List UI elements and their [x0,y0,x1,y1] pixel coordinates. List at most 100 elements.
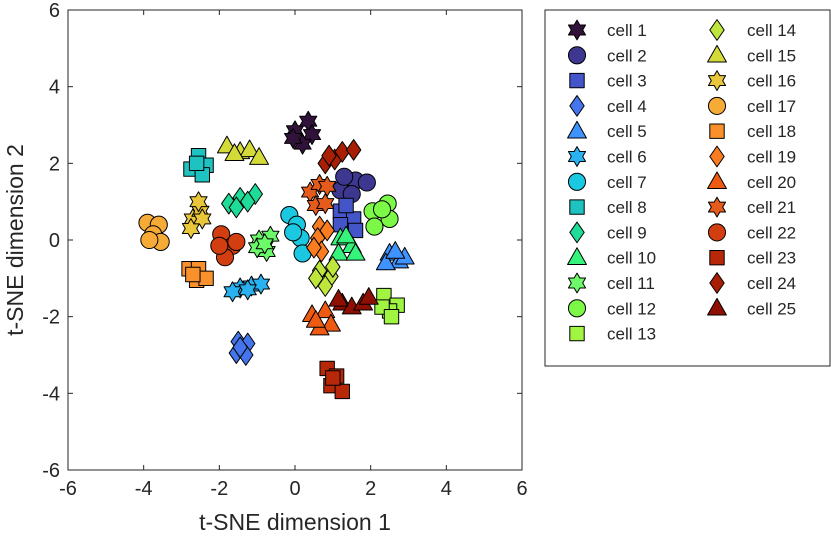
legend-label: cell 8 [607,198,647,217]
data-point [385,241,406,259]
legend-marker [709,250,725,266]
data-point [284,128,303,149]
legend-marker [567,146,587,167]
series-cell-25 [328,287,379,315]
legend-item: cell 6 [567,146,647,167]
legend-label: cell 23 [747,249,796,268]
legend-label: cell 17 [747,97,796,116]
legend-marker [709,145,725,168]
legend-label: cell 9 [607,223,647,242]
data-point [357,173,376,192]
legend-marker [707,223,727,242]
data-point [320,313,341,332]
data-point [239,139,260,158]
legend-box [544,9,831,367]
legend-marker [569,221,585,244]
legend-marker [569,72,585,89]
series-cell-12 [363,194,399,236]
legend-item: cell 23 [709,249,796,268]
legend-label: cell 6 [607,148,647,167]
data-point [140,230,159,250]
data-point [317,275,333,297]
data-point [194,167,211,183]
legend-marker [569,325,585,342]
data-point [328,289,349,307]
series-cell-1 [284,110,322,155]
data-point [284,223,303,242]
legend-label: cell 21 [747,198,796,217]
legend-item: cell 5 [567,120,647,141]
data-point [228,196,245,219]
legend-marker [569,95,585,117]
y-tick-label: 6 [49,0,60,22]
series-cell-18 [181,261,214,288]
series-cell-10 [328,225,366,261]
series-cell-16 [181,191,212,239]
data-point [325,255,341,278]
legend-marker [567,120,587,139]
legend-item: cell 19 [709,145,796,168]
legend-label: cell 11 [607,274,655,293]
legend-item: cell 22 [707,223,796,242]
legend-label: cell 25 [747,299,796,318]
data-point [308,267,324,290]
x-tick-label: 4 [441,478,452,500]
x-tick-label: 6 [516,478,527,500]
series-cell-23 [319,360,350,400]
data-point [383,308,400,325]
data-point [221,192,237,215]
legend-item: cell 4 [569,95,647,117]
series-cell-17 [138,213,170,251]
series-cell-9 [221,183,263,219]
y-tick-label: 0 [49,230,60,252]
data-point [321,144,337,167]
legend-marker [707,96,727,115]
data-point [328,243,349,261]
data-point [305,310,326,328]
x-tick-label: -6 [59,478,77,500]
legend-item: cell 11 [567,272,655,294]
legend-item: cell 2 [567,46,647,65]
data-point [306,236,322,259]
data-point [232,336,248,359]
data-point [249,147,270,165]
legend-marker [567,19,587,41]
legend-label: cell 3 [607,72,647,91]
data-point [240,190,256,213]
legend-item: cell 20 [707,171,796,192]
legend-marker [567,299,587,318]
data-point [238,279,257,301]
legend-label: cell 4 [607,97,647,116]
legend-item: cell 14 [709,19,796,41]
x-tick-label: 2 [365,478,376,500]
data-point [188,155,205,172]
series-cell-7 [280,206,312,263]
data-point [210,236,229,255]
legend-label: cell 16 [747,72,796,91]
series-cell-15 [216,135,270,165]
legend-item: cell 24 [709,272,796,294]
series-cell-22 [210,225,246,267]
legend-item: cell 21 [707,196,796,218]
legend-marker [709,272,725,294]
legend-item: cell 25 [707,297,796,318]
legend-label: cell 7 [607,173,647,192]
series-cell-13 [374,287,405,325]
data-point [185,266,201,283]
series-cell-21 [301,174,337,216]
legend-label: cell 2 [607,46,647,65]
series-cell-3 [332,197,364,239]
series-cell-24 [317,139,362,175]
legend-marker [707,70,727,91]
legend-marker [569,199,585,215]
legend-label: cell 15 [747,46,796,65]
legend-item: cell 12 [567,299,656,318]
legend-label: cell 20 [747,173,796,192]
data-point [315,300,336,319]
y-tick-label: 2 [49,153,60,175]
legend-label: cell 5 [607,122,647,141]
series-cell-5 [375,241,415,271]
legend-item: cell 16 [707,70,796,91]
data-point [338,197,354,214]
legend-item: cell 9 [569,221,647,244]
